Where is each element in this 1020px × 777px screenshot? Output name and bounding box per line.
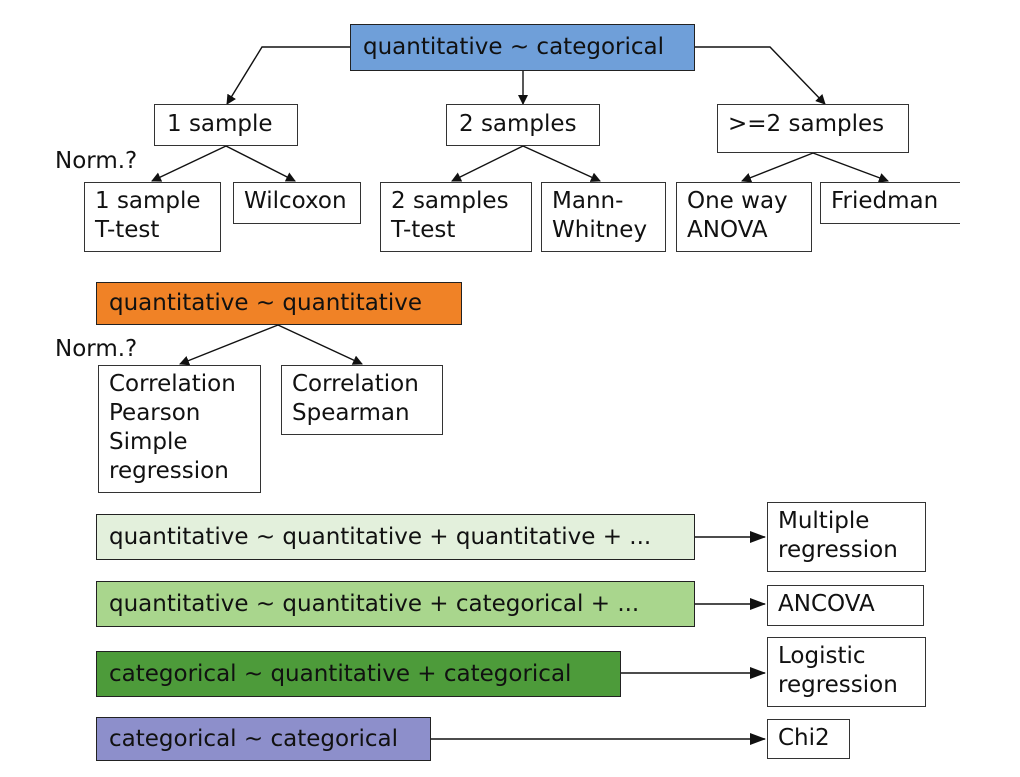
- qq-header: quantitative ~ quantitative: [96, 282, 462, 325]
- group-2plus-samples: >=2 samples: [717, 104, 909, 153]
- qc-header: quantitative ~ categorical: [350, 24, 695, 71]
- test-2-samples-ttest: 2 samples T-test: [380, 182, 532, 252]
- test-friedman: Friedman: [820, 182, 960, 224]
- arrow-3s-anova: [741, 152, 814, 183]
- row-cqc-formula: categorical ~ quantitative + categorical: [96, 651, 621, 697]
- row-qqc-formula: quantitative ~ quantitative + categorica…: [96, 581, 695, 627]
- arrow-2s-ttest: [451, 145, 524, 182]
- row-qqq-formula: quantitative ~ quantitative + quantitati…: [96, 514, 695, 560]
- result-multiple-regression: Multiple regression: [767, 502, 926, 572]
- test-mann-whitney: Mann- Whitney: [541, 182, 666, 252]
- arrow-3s-friedman: [812, 152, 889, 183]
- group-2-samples: 2 samples: [446, 104, 600, 146]
- result-chi2: Chi2: [767, 719, 850, 759]
- test-wilcoxon: Wilcoxon: [233, 182, 361, 224]
- arrow-to-2plus-samples: [695, 46, 826, 105]
- arrow-to-1-sample: [226, 46, 350, 105]
- test-correlation-pearson: Correlation Pearson Simple regression: [98, 365, 261, 493]
- row-cc-formula: categorical ~ categorical: [96, 717, 431, 761]
- test-one-way-anova: One way ANOVA: [676, 182, 812, 252]
- result-ancova: ANCOVA: [767, 585, 924, 626]
- arrow-1s-wilcoxon: [225, 145, 296, 182]
- arrow-qq-pearson: [179, 324, 279, 366]
- group-1-sample: 1 sample: [154, 104, 298, 146]
- arrow-qq-spearman: [277, 324, 363, 365]
- result-logistic-regression: Logistic regression: [767, 637, 926, 707]
- norm-label-qq: Norm.?: [55, 336, 138, 362]
- arrow-2s-mann: [522, 145, 601, 182]
- norm-label-top: Norm.?: [55, 148, 138, 174]
- test-1-sample-ttest: 1 sample T-test: [84, 182, 221, 252]
- test-correlation-spearman: Correlation Spearman: [281, 365, 443, 435]
- arrow-1s-ttest: [151, 145, 227, 182]
